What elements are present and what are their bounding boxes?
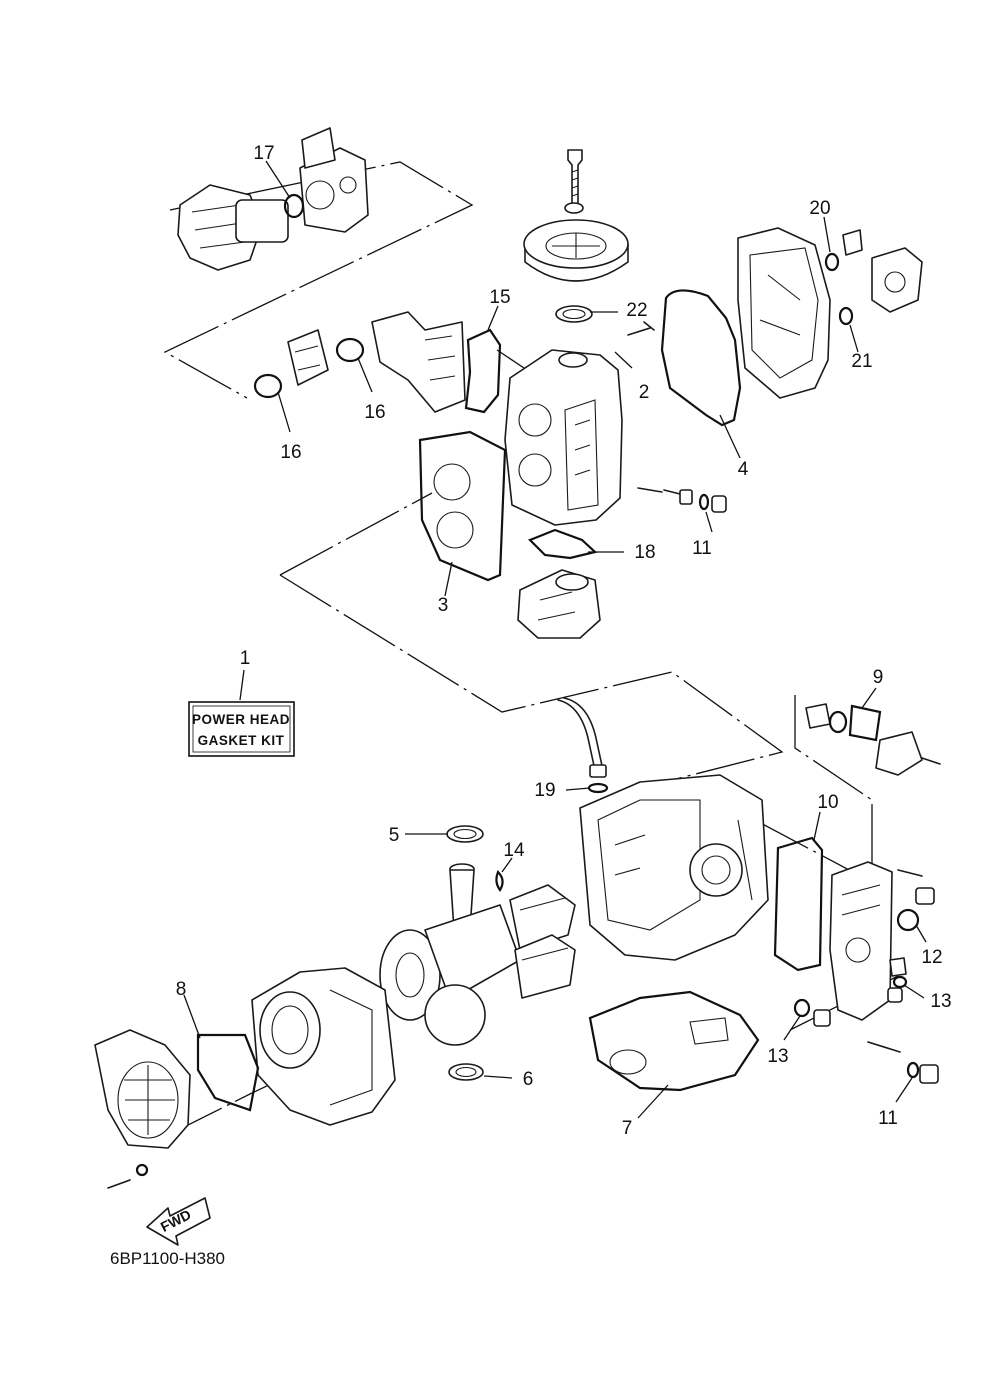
callout-22: 22	[626, 300, 647, 321]
oil-seal-22	[555, 305, 593, 323]
callout-17: 17	[253, 143, 274, 164]
intake-manifold	[287, 311, 466, 413]
gasket-11-bottom	[906, 1061, 920, 1079]
o-ring-20	[824, 252, 840, 272]
callout-4: 4	[738, 459, 749, 480]
leader-lines	[183, 160, 927, 1119]
callout-11-bottom: 11	[878, 1108, 898, 1129]
gasket-4	[660, 289, 742, 427]
callout-15: 15	[489, 287, 510, 308]
callout-5: 5	[389, 825, 400, 846]
callout-13-right: 13	[930, 991, 951, 1012]
callout-14: 14	[503, 840, 525, 861]
exhaust-cover	[813, 861, 939, 1084]
callout-1: 1	[240, 648, 251, 669]
gasket-16-left	[253, 373, 283, 399]
callout-8: 8	[176, 979, 187, 1000]
bolt-and-sleeve-small	[627, 321, 727, 513]
crankshaft-pistons	[379, 863, 576, 1046]
callout-10: 10	[817, 792, 838, 813]
callout-numbers: 17 15 22 2 20 21 16 16 4 11 18 3 1 9 19 …	[176, 143, 952, 1139]
pin-14	[495, 870, 504, 892]
crankcase-lower	[251, 967, 396, 1126]
callout-13-left: 13	[767, 1046, 788, 1067]
gasket-16-right	[335, 337, 365, 363]
callout-21: 21	[851, 351, 872, 372]
diagram-code: 6BP1100-H380	[110, 1249, 225, 1268]
cylinder-head	[504, 349, 623, 526]
kit-label-line1: POWER HEAD	[192, 712, 290, 727]
gasket-15	[464, 328, 502, 414]
gasket-11-top	[698, 493, 710, 511]
o-ring-12	[896, 908, 920, 932]
callout-12: 12	[921, 947, 942, 968]
callout-18: 18	[634, 542, 655, 563]
head-cover-assembly	[737, 227, 923, 399]
callout-20: 20	[809, 198, 830, 219]
carburetor-assembly	[177, 127, 369, 271]
o-ring-17	[283, 193, 305, 219]
water-jacket-cover	[94, 1029, 191, 1189]
head-gasket-3	[418, 430, 507, 582]
oil-seal-5	[446, 825, 484, 843]
callout-16-left: 16	[280, 442, 301, 463]
callout-19: 19	[534, 780, 555, 801]
gasket-18	[528, 528, 598, 560]
pulley-assembly	[523, 149, 629, 282]
gasket-13-left	[793, 998, 811, 1018]
gasket-13-right	[892, 975, 908, 989]
o-ring-19	[587, 782, 609, 794]
kit-label-line2: GASKET KIT	[198, 733, 285, 748]
callout-3: 3	[438, 595, 449, 616]
thermostat-housing	[517, 569, 601, 639]
callout-11-top: 11	[692, 538, 712, 559]
dipstick-guide	[557, 697, 607, 778]
callout-6: 6	[523, 1069, 534, 1090]
gasket-kit-box: POWER HEAD GASKET KIT	[188, 701, 295, 757]
anode-cover-assembly	[805, 703, 941, 776]
gasket-7	[588, 990, 760, 1092]
o-ring-21	[838, 306, 854, 326]
gasket-8	[196, 1033, 260, 1112]
callout-7: 7	[622, 1118, 633, 1139]
fwd-arrow-icon: FWD	[146, 1197, 211, 1246]
callout-9: 9	[873, 667, 884, 688]
callout-16-right: 16	[364, 402, 385, 423]
callout-2: 2	[639, 382, 650, 403]
cylinder-block	[579, 774, 769, 961]
oil-seal-6	[448, 1063, 484, 1081]
gasket-10	[773, 836, 824, 972]
